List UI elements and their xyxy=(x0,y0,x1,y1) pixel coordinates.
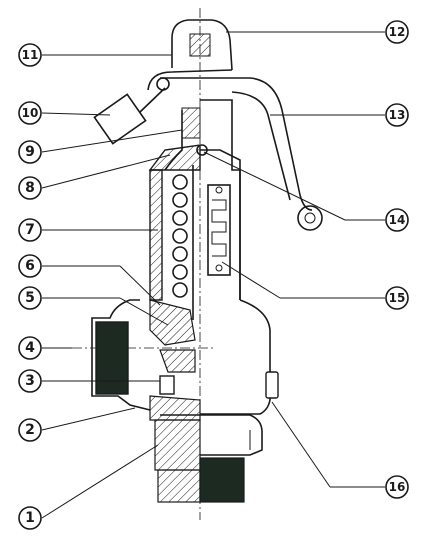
callout-10-label: 10 xyxy=(22,106,39,120)
callout-6: 6 xyxy=(18,254,42,278)
callout-10: 10 xyxy=(18,101,42,125)
inlet-thread xyxy=(199,457,245,503)
callout-4: 4 xyxy=(18,336,42,360)
callout-9: 9 xyxy=(18,140,42,164)
callout-13-label: 13 xyxy=(389,108,406,122)
callout-4-label: 4 xyxy=(25,340,35,356)
callout-1: 1 xyxy=(18,506,42,530)
valve-cap xyxy=(171,19,233,71)
lifting-lever xyxy=(147,69,323,231)
callout-9-label: 9 xyxy=(25,144,35,160)
valve-body xyxy=(91,299,279,421)
weight-tag xyxy=(93,77,170,145)
callout-14: 14 xyxy=(385,208,409,232)
callout-13: 13 xyxy=(385,103,409,127)
bonnet xyxy=(164,99,241,300)
spring-coils xyxy=(172,174,188,298)
callout-1-label: 1 xyxy=(25,510,35,526)
callout-3: 3 xyxy=(18,369,42,393)
callout-12-label: 12 xyxy=(389,25,406,39)
callout-8: 8 xyxy=(18,176,42,200)
callout-11-label: 11 xyxy=(22,48,39,62)
callout-7: 7 xyxy=(18,218,42,242)
inlet-nozzle xyxy=(154,414,263,503)
callout-5: 5 xyxy=(18,286,42,310)
callout-3-label: 3 xyxy=(25,373,35,389)
leader-lines xyxy=(41,31,385,519)
callout-16-label: 16 xyxy=(389,480,406,494)
callout-8-label: 8 xyxy=(25,180,35,196)
callout-16: 16 xyxy=(385,475,409,499)
callout-5-label: 5 xyxy=(25,290,35,306)
callout-2: 2 xyxy=(18,418,42,442)
callout-2-label: 2 xyxy=(25,422,35,438)
callout-15-label: 15 xyxy=(389,291,406,305)
callout-11: 11 xyxy=(18,43,42,67)
outlet-port xyxy=(95,321,129,395)
callout-15: 15 xyxy=(385,286,409,310)
spring-body-exterior xyxy=(196,144,241,300)
callout-14-label: 14 xyxy=(389,213,406,227)
spring-housing xyxy=(148,144,201,320)
callout-12: 12 xyxy=(385,20,409,44)
callout-7-label: 7 xyxy=(25,222,35,238)
callout-6-label: 6 xyxy=(25,258,35,274)
